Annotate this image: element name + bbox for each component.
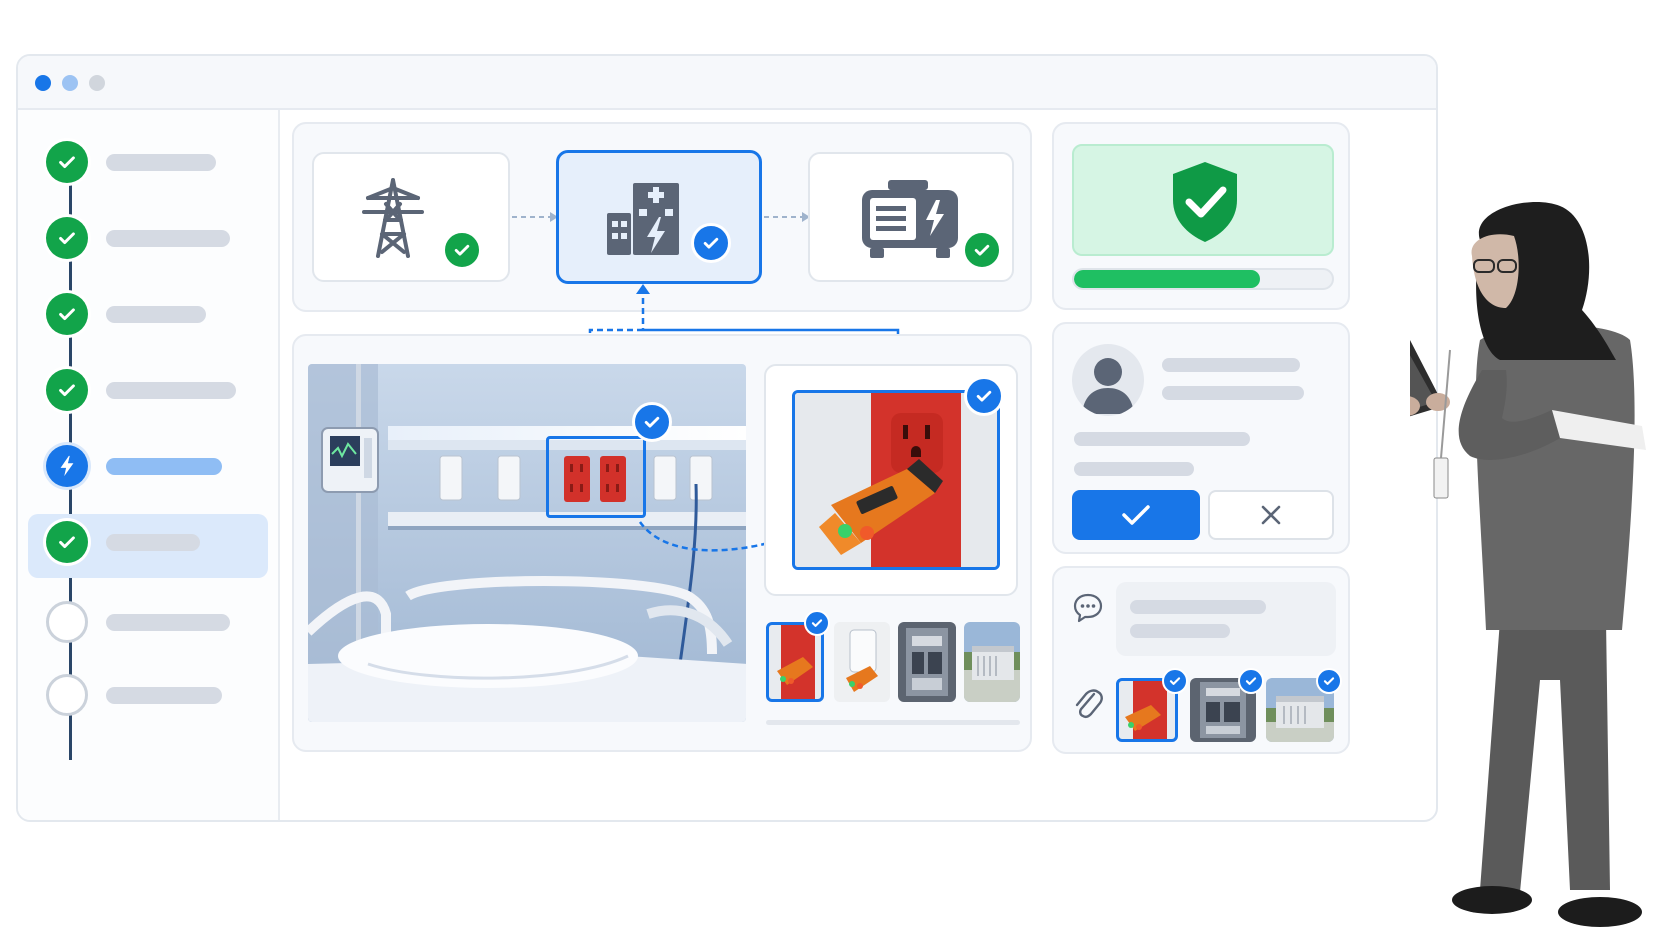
thumbnail-scrollbar[interactable] — [766, 720, 1020, 725]
step-3-label[interactable] — [106, 306, 206, 323]
chain-arrow-1 — [512, 212, 558, 222]
step-2-label[interactable] — [106, 230, 230, 247]
attachment-2-check-icon — [1238, 668, 1264, 694]
reviewer-panel — [1052, 322, 1350, 554]
step-7-label[interactable] — [106, 614, 230, 631]
comment-line-1 — [1130, 600, 1266, 614]
check-icon — [1122, 505, 1150, 525]
confirm-button[interactable] — [1072, 490, 1200, 540]
step-4-label[interactable] — [106, 382, 236, 399]
compliance-status-card — [1072, 144, 1334, 256]
step-5-label[interactable] — [106, 458, 222, 475]
compliance-progress-track — [1072, 268, 1334, 290]
compliance-progress-fill — [1074, 270, 1260, 288]
hospital-room-outlets-photo[interactable] — [308, 364, 746, 722]
step-1-check-icon[interactable] — [46, 141, 88, 183]
outlet-selected-check-icon — [632, 402, 672, 442]
hospital-selected-check-icon — [691, 223, 731, 263]
thumbnail-white-outlet-tester[interactable] — [834, 622, 890, 702]
step-6-label[interactable] — [106, 534, 200, 551]
outlet-tester-attachment[interactable] — [1116, 678, 1178, 742]
user-avatar-icon[interactable] — [1072, 344, 1144, 416]
window-dot-primary[interactable] — [35, 75, 51, 91]
thumbnail-generator-unit[interactable] — [964, 622, 1020, 702]
thumbnail-1-check-icon — [804, 610, 830, 636]
step-6-check-icon[interactable] — [46, 521, 88, 563]
chat-bubble-icon[interactable] — [1072, 592, 1104, 624]
compliance-panel — [1052, 122, 1350, 310]
reviewer-role-placeholder — [1162, 386, 1304, 400]
step-3-check-icon[interactable] — [46, 293, 88, 335]
power-chain-panel — [292, 122, 1032, 312]
power-tower-icon — [362, 178, 424, 258]
shield-check-icon — [1173, 162, 1237, 242]
nurse-with-tablet-illustration — [1410, 201, 1646, 927]
step-4-check-icon[interactable] — [46, 369, 88, 411]
reject-button[interactable] — [1208, 490, 1334, 540]
panel-attachment[interactable] — [1190, 678, 1256, 742]
comment-input[interactable] — [1116, 582, 1336, 656]
comments-panel — [1052, 566, 1350, 754]
hospital-power-node[interactable] — [556, 150, 762, 284]
chain-arrow-2 — [764, 212, 810, 222]
generator-icon — [862, 180, 958, 258]
attachment-1-check-icon — [1162, 668, 1188, 694]
detail-card — [764, 364, 1018, 596]
utility-grid-node[interactable] — [312, 152, 510, 282]
detail-verified-check-icon — [964, 376, 1004, 416]
step-2-check-icon[interactable] — [46, 217, 88, 259]
utility-verified-check-icon — [442, 230, 482, 270]
reviewer-note-line-1 — [1074, 432, 1250, 446]
hospital-power-icon — [607, 183, 679, 255]
title-bar — [18, 56, 1436, 110]
outlet-tester-closeup-photo[interactable] — [792, 390, 1000, 570]
paperclip-icon[interactable] — [1072, 684, 1104, 722]
window-dot-secondary[interactable] — [62, 75, 78, 91]
close-icon — [1261, 505, 1281, 525]
generator-verified-check-icon — [962, 230, 1002, 270]
step-1-label[interactable] — [106, 154, 216, 171]
step-8-label[interactable] — [106, 687, 222, 704]
comment-line-2 — [1130, 624, 1230, 638]
attachment-3-check-icon — [1316, 668, 1342, 694]
step-8-empty-circle-icon[interactable] — [46, 674, 88, 716]
outlet-highlight-box[interactable] — [546, 436, 646, 518]
reviewer-name-placeholder — [1162, 358, 1300, 372]
step-5-lightning-icon[interactable] — [46, 445, 88, 487]
app-window — [16, 54, 1438, 822]
generator-node[interactable] — [808, 152, 1014, 282]
inspection-panel — [292, 334, 1032, 752]
thumbnail-electrical-panel[interactable] — [898, 622, 956, 702]
window-dot-tertiary[interactable] — [89, 75, 105, 91]
step-7-empty-circle-icon[interactable] — [46, 601, 88, 643]
workflow-sidebar — [18, 110, 280, 820]
reviewer-note-line-2 — [1074, 462, 1194, 476]
